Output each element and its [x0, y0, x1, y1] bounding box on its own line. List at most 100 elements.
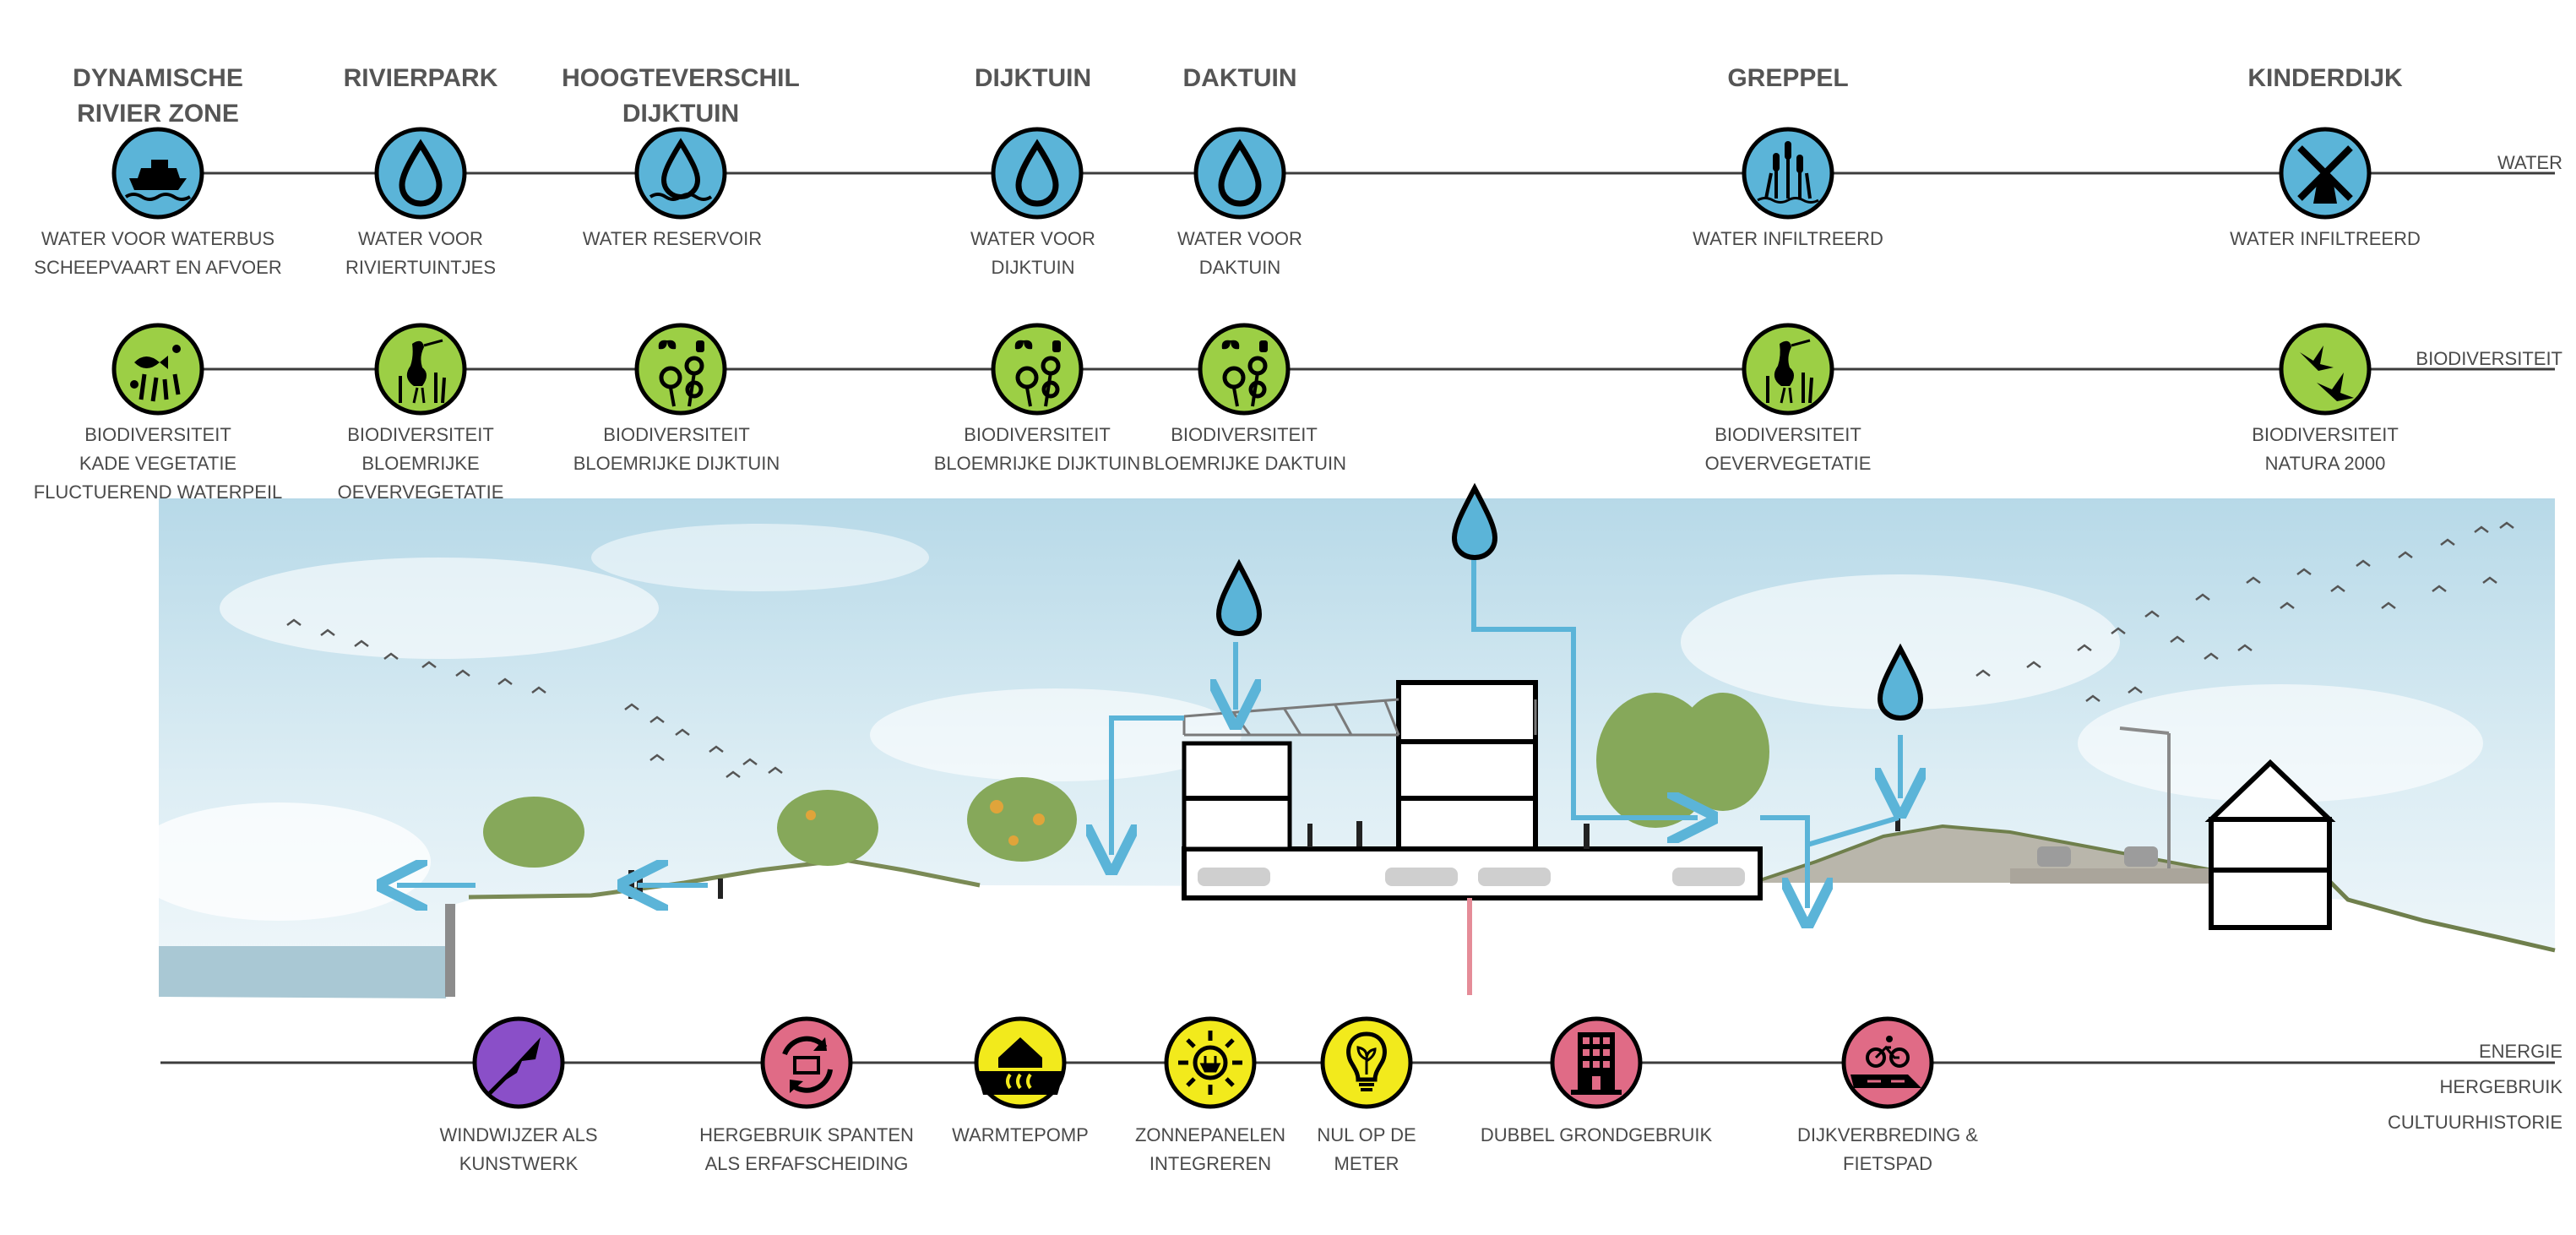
- title-line: HOOGTEVERSCHIL: [562, 64, 800, 92]
- caption-line: ALS ERFAFSCHEIDING: [704, 1153, 909, 1174]
- water-flow-arrows: [397, 549, 1900, 908]
- row-label-energie: ENERGIE: [2478, 1041, 2562, 1062]
- bottom-caption-dubbel-grondgebruik: DUBBEL GRONDGEBRUIK: [1457, 1121, 1736, 1150]
- caption-line: BIODIVERSITEIT: [84, 424, 231, 445]
- caption-line: FIETSPAD: [1843, 1153, 1932, 1174]
- row-label-cultuurhistorie: CULTUURHISTORIE: [2388, 1112, 2562, 1133]
- caption-line: DIJKTUIN: [991, 257, 1075, 278]
- water-caption-hoogteverschil: WATER RESERVOIR: [533, 225, 812, 253]
- caption-line: BIODIVERSITEIT: [1171, 424, 1318, 445]
- flying-birds-icon: [2279, 323, 2372, 416]
- flowers-butterfly-icon: [991, 323, 1084, 416]
- windmill-icon: [2279, 127, 2372, 220]
- bottom-caption-nul-op-de-meter: NUL OP DE METER: [1227, 1121, 1506, 1178]
- caption-line: BLOEMRIJKE: [361, 453, 480, 474]
- section-building: [1182, 680, 1763, 995]
- sun-plug-icon: [1164, 1016, 1257, 1109]
- caption-line: DAKTUIN: [1198, 257, 1281, 278]
- caption-line: BIODIVERSITEIT: [2252, 424, 2399, 445]
- section-scene: [127, 482, 2556, 998]
- caption-line: ZONNEPANELEN: [1134, 1124, 1286, 1145]
- caption-line: OEVERVEGETATIE: [1704, 453, 1872, 474]
- zone-title-greppel: GREPPEL: [1653, 61, 1923, 96]
- fish-plants-icon: [111, 323, 204, 416]
- cyclist-icon: [1841, 1016, 1934, 1109]
- title-line: GREPPEL: [1727, 64, 1849, 92]
- caption-line: BLOEMRIJKE DIJKTUIN: [573, 453, 780, 474]
- caption-line: HERGEBRUIK SPANTEN: [699, 1124, 914, 1145]
- caption-line: WATER INFILTREERD: [2230, 228, 2421, 249]
- title-line: RIVIER ZONE: [77, 100, 239, 128]
- caption-line: WATER VOOR WATERBUS: [41, 228, 275, 249]
- bio-caption-kinderdijk: BIODIVERSITEIT NATURA 2000: [2186, 421, 2465, 478]
- zone-title-daktuin: DAKTUIN: [1105, 61, 1375, 96]
- water-caption-kinderdijk: WATER INFILTREERD: [2186, 225, 2465, 253]
- caption-line: WATER VOOR: [358, 228, 483, 249]
- title-line: KINDERDIJK: [2247, 64, 2403, 92]
- weathervane-icon: [472, 1016, 565, 1109]
- caption-line: WARMTEPOMP: [952, 1124, 1089, 1145]
- caption-line: WATER VOOR: [970, 228, 1095, 249]
- caption-line: BIODIVERSITEIT: [347, 424, 494, 445]
- water-reservoir-icon: [634, 127, 727, 220]
- caption-line: BIODIVERSITEIT: [603, 424, 750, 445]
- caption-line: WATER INFILTREERD: [1693, 228, 1883, 249]
- water-drop-icon: [374, 127, 467, 220]
- water-caption-dijktuin: WATER VOOR DIJKTUIN: [894, 225, 1172, 282]
- flowers-butterfly-icon: [634, 323, 727, 416]
- caption-line: KUNSTWERK: [459, 1153, 579, 1174]
- caption-line: KADE VEGETATIE: [79, 453, 237, 474]
- row-label-biodiversiteit: BIODIVERSITEIT: [2416, 348, 2562, 369]
- bottom-caption-windwijzer: WINDWIJZER ALS KUNSTWERK: [379, 1121, 658, 1178]
- heron-icon: [374, 323, 467, 416]
- floating-water-drops: [1215, 482, 1924, 721]
- caption-line: BIODIVERSITEIT: [964, 424, 1111, 445]
- zone-title-hoogteverschil: HOOGTEVERSCHIL DIJKTUIN: [546, 61, 816, 132]
- caption-line: DIJKVERBREDING &: [1797, 1124, 1978, 1145]
- bio-caption-daktuin: BIODIVERSITEIT BLOEMRIJKE DAKTUIN: [1105, 421, 1383, 478]
- bulb-leaf-icon: [1320, 1016, 1413, 1109]
- caption-line: NUL OP DE: [1317, 1124, 1416, 1145]
- caption-line: SCHEEPVAART EN AFVOER: [34, 257, 282, 278]
- zone-title-dynamische: DYNAMISCHE RIVIER ZONE: [23, 61, 293, 132]
- bottom-caption-zonnepanelen: ZONNEPANELEN INTEGREREN: [1071, 1121, 1350, 1178]
- zone-title-dijktuin: DIJKTUIN: [898, 61, 1168, 96]
- heat-pump-icon: [974, 1016, 1067, 1109]
- title-line: DIJKTUIN: [622, 100, 740, 128]
- section-house: [2204, 759, 2336, 930]
- water-drop-icon: [991, 127, 1084, 220]
- bio-caption-hoogteverschil: BIODIVERSITEIT BLOEMRIJKE DIJKTUIN: [537, 421, 816, 478]
- row-label-water: WATER: [2497, 152, 2562, 173]
- bio-caption-greppel: BIODIVERSITEIT OEVERVEGETATIE: [1649, 421, 1927, 478]
- bottom-caption-dijkverbreding: DIJKVERBREDING & FIETSPAD: [1748, 1121, 2027, 1178]
- caption-line: NATURA 2000: [2264, 453, 2386, 474]
- caption-line: BLOEMRIJKE DAKTUIN: [1141, 453, 1347, 474]
- zone-title-rivierpark: RIVIERPARK: [285, 61, 556, 96]
- water-caption-dynamische: WATER VOOR WATERBUS SCHEEPVAART EN AFVOE…: [19, 225, 297, 282]
- recycle-icon: [760, 1016, 853, 1109]
- caption-line: METER: [1334, 1153, 1399, 1174]
- heron-icon: [1742, 323, 1834, 416]
- ship-icon: [111, 127, 204, 220]
- water-caption-greppel: WATER INFILTREERD: [1649, 225, 1927, 253]
- caption-line: WINDWIJZER ALS: [439, 1124, 598, 1145]
- caption-line: DUBBEL GRONDGEBRUIK: [1480, 1124, 1713, 1145]
- caption-line: INTEGREREN: [1149, 1153, 1272, 1174]
- title-line: RIVIERPARK: [343, 64, 498, 92]
- bottom-caption-hergebruik: HERGEBRUIK SPANTEN ALS ERFAFSCHEIDING: [667, 1121, 946, 1178]
- caption-line: WATER RESERVOIR: [582, 228, 763, 249]
- reeds-icon: [1742, 127, 1834, 220]
- water-caption-daktuin: WATER VOOR DAKTUIN: [1101, 225, 1379, 282]
- title-line: DYNAMISCHE: [73, 64, 243, 92]
- row-label-hergebruik: HERGEBRUIK: [2439, 1076, 2562, 1097]
- bio-caption-dijktuin: BIODIVERSITEIT BLOEMRIJKE DIJKTUIN: [898, 421, 1177, 478]
- caption-line: WATER VOOR: [1177, 228, 1302, 249]
- title-line: DIJKTUIN: [974, 64, 1092, 92]
- flowers-butterfly-icon: [1198, 323, 1291, 416]
- water-caption-rivierpark: WATER VOOR RIVIERTUINTJES: [281, 225, 560, 282]
- zone-title-kinderdijk: KINDERDIJK: [2190, 61, 2460, 96]
- title-line: DAKTUIN: [1182, 64, 1297, 92]
- bottom-caption-warmtepomp: WARMTEPOMP: [881, 1121, 1160, 1150]
